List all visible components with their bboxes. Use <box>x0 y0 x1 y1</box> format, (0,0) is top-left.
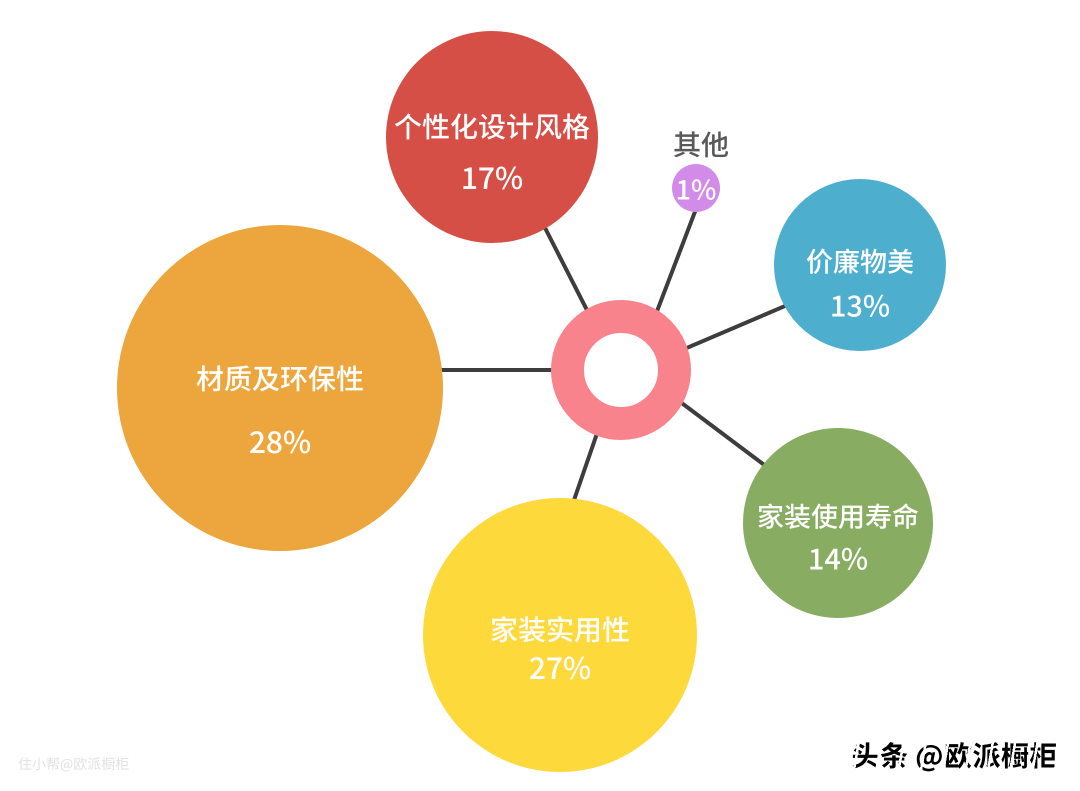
connector-design <box>540 221 591 315</box>
value-value-for-money: 13% <box>829 283 891 326</box>
label-lifespan: 家装使用寿命 <box>757 495 919 535</box>
value-design: 17% <box>460 154 524 198</box>
bubble-lifespan <box>743 428 933 618</box>
label-value-for-money: 价廉物美 <box>806 240 914 280</box>
value-material: 28% <box>248 418 312 462</box>
connector-value-for-money <box>683 301 794 351</box>
value-other: 1% <box>675 168 717 208</box>
bubble-design <box>386 31 598 243</box>
watermark-bottom-left: 住小帮@欧派橱柜 <box>18 754 130 774</box>
connector-other <box>653 204 700 315</box>
label-other: 其他 <box>672 124 730 164</box>
hub-donut <box>551 300 691 440</box>
label-design: 个性化设计风格 <box>393 106 591 146</box>
connector-practicality <box>570 429 601 505</box>
bubble-material <box>117 225 443 551</box>
value-lifespan: 14% <box>807 536 869 579</box>
value-practicality: 27% <box>528 644 592 688</box>
connector-lifespan <box>678 399 769 470</box>
watermark-bottom-right: 头条 @欧派橱柜 <box>849 735 1060 775</box>
label-material: 材质及环保性 <box>195 358 365 398</box>
bubble-other <box>672 164 720 212</box>
label-practicality: 家装实用性 <box>489 609 631 649</box>
bubble-practicality <box>423 498 697 772</box>
bubble-value-for-money <box>774 179 946 351</box>
